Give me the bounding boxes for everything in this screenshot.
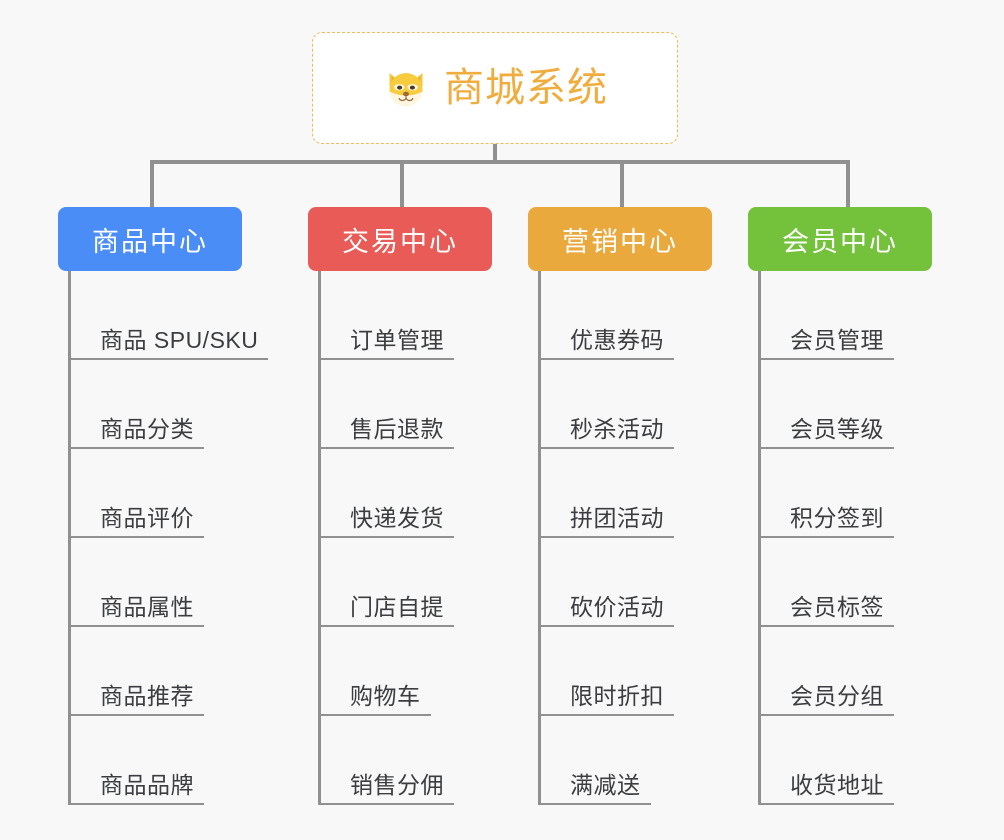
leaf-item[interactable]: 会员分组 (758, 627, 968, 716)
leaf-item[interactable]: 商品评价 (68, 449, 278, 538)
leaf-item[interactable]: 会员管理 (758, 271, 968, 360)
branch-column-2: 交易中心 订单管理 售后退款 快递发货 门店自提 购物车 销售分佣 (308, 207, 528, 805)
leaf-item[interactable]: 满减送 (538, 716, 748, 805)
leaf-list-4: 会员管理 会员等级 积分签到 会员标签 会员分组 收货地址 (758, 271, 968, 805)
leaf-label: 购物车 (350, 682, 421, 709)
category-header-1[interactable]: 商品中心 (58, 207, 242, 271)
leaf-label: 收货地址 (790, 771, 884, 798)
leaf-item[interactable]: 砍价活动 (538, 538, 748, 627)
leaf-item[interactable]: 订单管理 (318, 271, 528, 360)
leaf-label: 商品分类 (100, 415, 194, 442)
category-header-2[interactable]: 交易中心 (308, 207, 492, 271)
leaf-list-2: 订单管理 售后退款 快递发货 门店自提 购物车 销售分佣 (318, 271, 528, 805)
leaf-item[interactable]: 积分签到 (758, 449, 968, 538)
leaf-item[interactable]: 秒杀活动 (538, 360, 748, 449)
leaf-label: 商品推荐 (100, 682, 194, 709)
branch-column-4: 会员中心 会员管理 会员等级 积分签到 会员标签 会员分组 收货地址 (748, 207, 968, 805)
leaf-label: 销售分佣 (350, 771, 444, 798)
leaf-label: 会员标签 (790, 593, 884, 620)
connector-drop-3 (620, 161, 624, 208)
leaf-label: 门店自提 (350, 593, 444, 620)
shiba-dog-icon (389, 73, 423, 106)
category-header-3[interactable]: 营销中心 (528, 207, 712, 271)
leaf-item[interactable]: 会员标签 (758, 538, 968, 627)
leaf-item[interactable]: 销售分佣 (318, 716, 528, 805)
leaf-item[interactable]: 收货地址 (758, 716, 968, 805)
leaf-item[interactable]: 商品 SPU/SKU (68, 271, 278, 360)
leaf-label: 快递发货 (350, 504, 444, 531)
leaf-label: 会员分组 (790, 682, 884, 709)
category-label-2: 交易中心 (342, 226, 458, 257)
category-label-1: 商品中心 (92, 226, 208, 257)
connector-root-stem (493, 144, 497, 162)
branch-column-1: 商品中心 商品 SPU/SKU 商品分类 商品评价 商品属性 商品推荐 商品品牌 (58, 207, 278, 805)
leaf-spine-2 (318, 271, 321, 805)
leaf-label: 售后退款 (350, 415, 444, 442)
leaf-list-1: 商品 SPU/SKU 商品分类 商品评价 商品属性 商品推荐 商品品牌 (68, 271, 278, 805)
leaf-label: 会员管理 (790, 326, 884, 353)
leaf-spine-1 (68, 271, 71, 805)
leaf-list-3: 优惠券码 秒杀活动 拼团活动 砍价活动 限时折扣 满减送 (538, 271, 748, 805)
category-label-3: 营销中心 (562, 226, 678, 257)
leaf-label: 拼团活动 (570, 504, 664, 531)
leaf-item[interactable]: 快递发货 (318, 449, 528, 538)
leaf-item[interactable]: 售后退款 (318, 360, 528, 449)
connector-drop-2 (400, 161, 404, 208)
leaf-item[interactable]: 拼团活动 (538, 449, 748, 538)
connector-drop-1 (150, 161, 154, 208)
leaf-label: 限时折扣 (570, 682, 664, 709)
leaf-label: 积分签到 (790, 504, 884, 531)
leaf-label: 秒杀活动 (570, 415, 664, 442)
root-node[interactable]: 商城系统 (312, 32, 678, 144)
leaf-item[interactable]: 优惠券码 (538, 271, 748, 360)
connector-horizontal-bus (150, 160, 850, 164)
leaf-label: 满减送 (570, 771, 641, 798)
leaf-item[interactable]: 限时折扣 (538, 627, 748, 716)
leaf-item[interactable]: 会员等级 (758, 360, 968, 449)
leaf-label: 订单管理 (350, 326, 444, 353)
leaf-label: 会员等级 (790, 415, 884, 442)
leaf-label: 优惠券码 (570, 326, 664, 353)
leaf-spine-3 (538, 271, 541, 805)
leaf-item[interactable]: 商品分类 (68, 360, 278, 449)
leaf-item[interactable]: 购物车 (318, 627, 528, 716)
leaf-label: 砍价活动 (570, 593, 664, 620)
leaf-item[interactable]: 商品属性 (68, 538, 278, 627)
category-label-4: 会员中心 (782, 226, 898, 257)
leaf-label: 商品属性 (100, 593, 194, 620)
category-header-4[interactable]: 会员中心 (748, 207, 932, 271)
leaf-spine-4 (758, 271, 761, 805)
leaf-item[interactable]: 商品推荐 (68, 627, 278, 716)
leaf-label: 商品品牌 (100, 771, 194, 798)
leaf-label: 商品评价 (100, 504, 194, 531)
connector-drop-4 (846, 161, 850, 208)
leaf-item[interactable]: 商品品牌 (68, 716, 278, 805)
leaf-item[interactable]: 门店自提 (318, 538, 528, 627)
leaf-label: 商品 SPU/SKU (100, 326, 259, 353)
root-title: 商城系统 (444, 66, 608, 110)
branch-column-3: 营销中心 优惠券码 秒杀活动 拼团活动 砍价活动 限时折扣 满减送 (528, 207, 748, 805)
